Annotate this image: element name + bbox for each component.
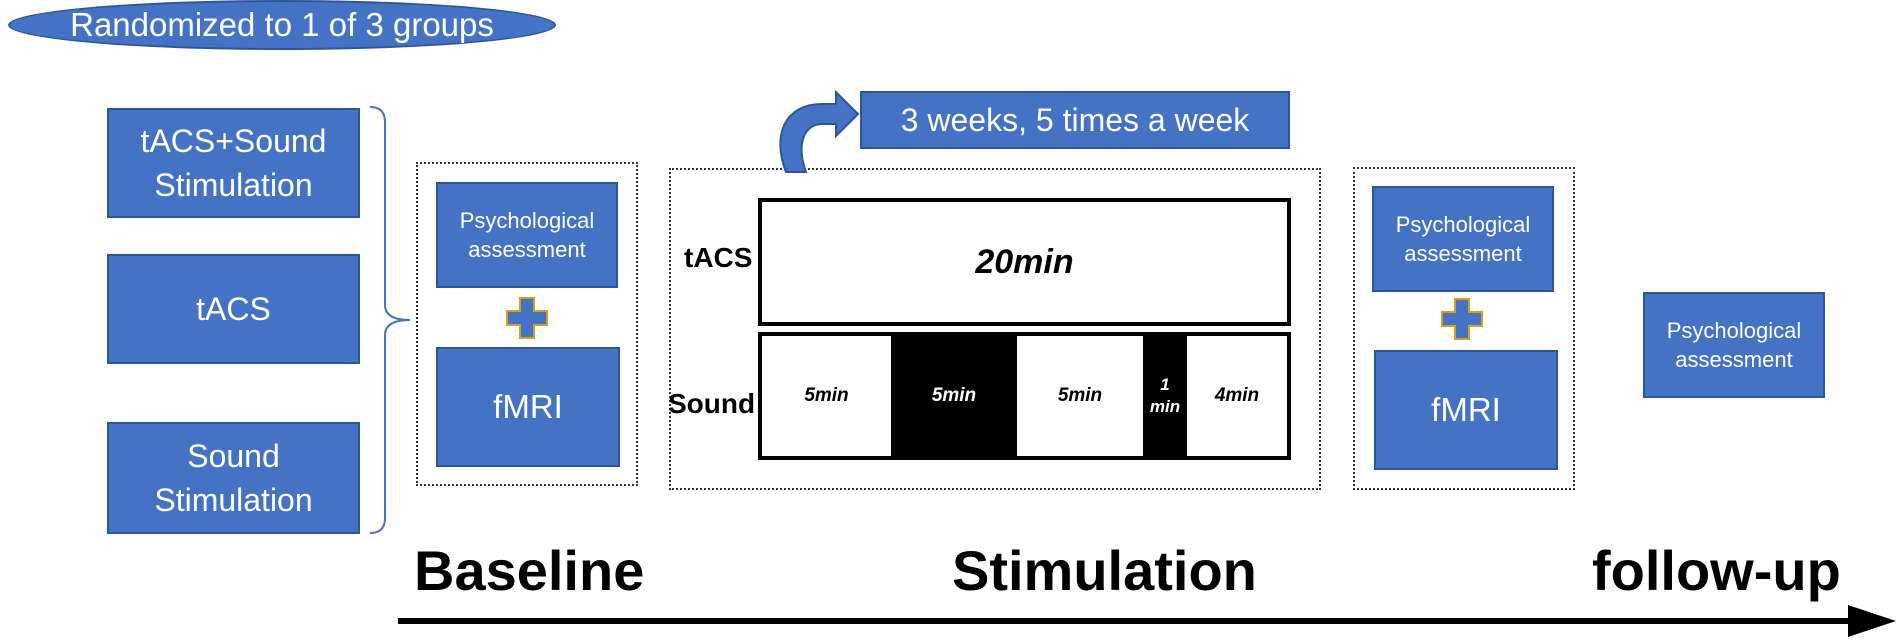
randomization-label: Randomized to 1 of 3 groups [70,6,494,43]
randomization-banner: Randomized to 1 of 3 groups [8,0,556,50]
plus-icon [1441,298,1483,340]
tacs-bar: 20min [758,198,1291,326]
followup-assessment-box: Psychological assessment [1643,292,1825,398]
baseline-panel [416,162,638,486]
group-box-sound: Sound Stimulation [107,422,360,534]
sound-block-off: 5min [891,336,1017,456]
phase-label-followup: follow-up [1592,539,1841,602]
post-panel [1353,167,1575,490]
assessment-label: Psychological assessment [1666,318,1802,372]
fmri-label: fMRI [493,388,563,425]
group-box-tacs-sound: tACS+Sound Stimulation [107,108,360,218]
sound-block-on: 4min [1187,336,1287,456]
schedule-callout: 3 weeks, 5 times a week [860,91,1290,149]
group-label: tACS [196,290,271,327]
sound-bar: 5min 5min 5min 1 min 4min [758,332,1291,460]
tacs-row-label: tACS [684,242,753,273]
plus-icon [506,297,548,339]
assessment-label: Psychological assessment [459,208,595,262]
sound-block-on: 5min [1017,336,1143,456]
fmri-label: fMRI [1431,391,1501,428]
group-label: tACS+Sound Stimulation [140,123,327,203]
timeline-arrow [398,605,1896,637]
group-bracket [369,106,411,534]
baseline-assessment-box: Psychological assessment [436,182,618,288]
group-label: Sound Stimulation [154,438,313,518]
sound-block-label: 5min [1057,385,1103,406]
phase-label-stimulation: Stimulation [952,539,1257,602]
sound-block-label: 1 min [1149,375,1181,416]
sound-block-label: 5min [804,385,849,406]
sound-row-label: Sound [668,388,756,419]
sound-block-label: 4min [1214,385,1260,406]
schedule-label: 3 weeks, 5 times a week [900,101,1250,138]
sound-block-off: 1 min [1143,336,1187,456]
stimulation-panel [669,168,1321,490]
phase-label-baseline: Baseline [414,539,645,602]
post-assessment-box: Psychological assessment [1372,186,1554,292]
tacs-duration: 20min [975,242,1074,281]
group-box-tacs: tACS [107,254,360,364]
assessment-label: Psychological assessment [1395,212,1531,266]
sound-block-label: 5min [931,385,977,406]
repeat-arrow-icon [779,89,860,173]
post-fmri-box: fMRI [1374,350,1558,470]
baseline-fmri-box: fMRI [436,347,620,467]
sound-block-on: 5min [762,336,891,456]
